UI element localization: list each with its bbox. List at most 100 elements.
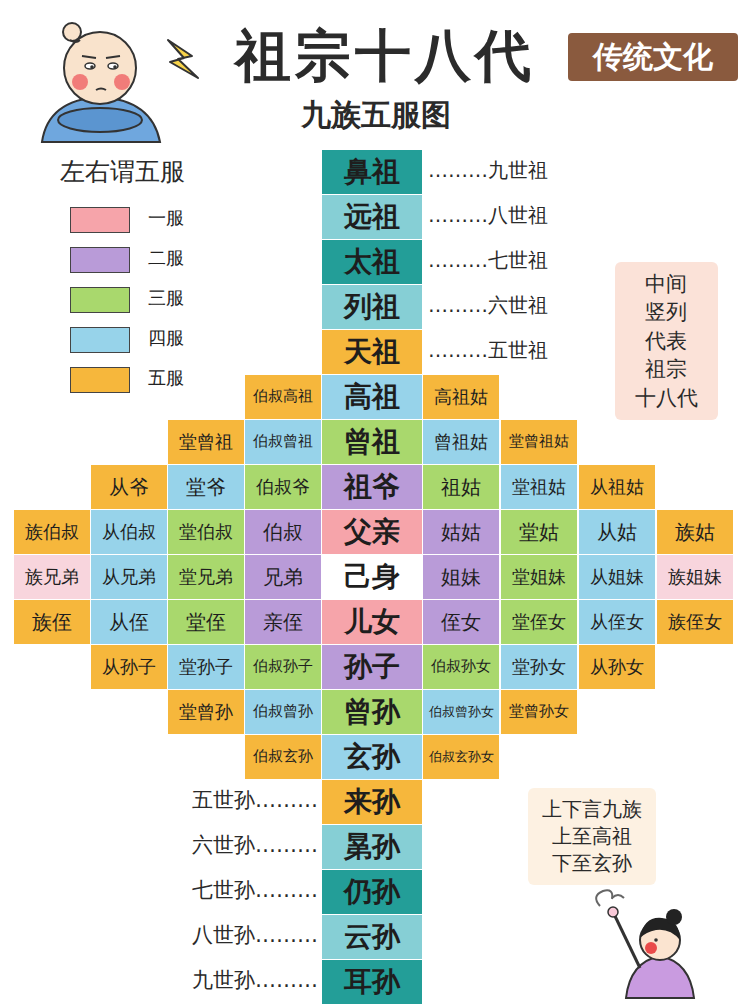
- cell-text: 堂姑: [519, 521, 559, 544]
- kin-cell: 伯叔: [245, 510, 321, 554]
- cell-text: 族伯叔: [25, 522, 79, 543]
- legend-holder: 五服: [148, 368, 184, 389]
- cell-text: 侄女: [441, 611, 481, 634]
- kin-cell: 从姐妹: [579, 555, 655, 599]
- kin-cell: 族兄弟: [14, 555, 90, 599]
- legend-holder: 一服: [148, 208, 184, 229]
- heading-label: 左右谓五服: [60, 158, 185, 187]
- legend-text: 二服: [148, 248, 184, 269]
- kin-cell: 高祖姑: [423, 375, 499, 419]
- lineage-cell: 父亲: [322, 510, 422, 554]
- cell-text: 云孙: [344, 921, 400, 953]
- generation-label: 八世孙………: [192, 923, 318, 947]
- cell-text: 堂兄弟: [179, 567, 233, 588]
- kin-cell: 伯叔玄孙: [245, 735, 321, 779]
- kin-cell: 族姐妹: [657, 555, 733, 599]
- swirl: [612, 895, 624, 898]
- cell-text: 传统文化: [593, 40, 713, 75]
- cell-text: 堂爷: [186, 476, 226, 499]
- label-holder: ………五世祖: [428, 339, 548, 362]
- mouth: [96, 89, 106, 91]
- cell-text: 从姐妹: [590, 567, 644, 588]
- cell-text: 曾祖姑: [434, 432, 488, 453]
- cell-text: 祖姑: [441, 476, 481, 499]
- cell-text: 玄孙: [344, 741, 400, 773]
- kin-cell: 姐妹: [423, 555, 499, 599]
- cell-text: 祖爷: [344, 471, 400, 503]
- kin-cell: 堂曾孙: [168, 690, 244, 734]
- girl-arm: [614, 914, 640, 968]
- legend-text: 四服: [148, 328, 184, 349]
- lineage-cell: 鼻祖: [322, 150, 422, 194]
- cell-text: 鼻祖: [344, 156, 400, 188]
- lineage-cell: 云孙: [322, 915, 422, 959]
- kin-cell: 亲侄: [245, 600, 321, 644]
- kin-cell: 堂兄弟: [168, 555, 244, 599]
- label-holder: 七世孙………: [192, 878, 318, 902]
- kin-cell: 堂姐妹: [501, 555, 577, 599]
- generation-label: ………九世祖: [428, 159, 548, 182]
- cell-text: 兄弟: [263, 566, 303, 589]
- cell-text: 从侄: [109, 611, 149, 634]
- lineage-cell: 仍孙: [322, 870, 422, 914]
- cell-text: 从伯叔: [102, 522, 156, 543]
- label-holder: 左右谓五服: [60, 158, 185, 187]
- label-holder: 八世孙………: [192, 923, 318, 947]
- kin-cell: 伯叔爷: [245, 465, 321, 509]
- cell-text: 族姑: [675, 521, 715, 544]
- cell-text: 从侄女: [590, 612, 644, 633]
- legend-text: 三服: [148, 288, 184, 309]
- kin-cell: 从爷: [91, 465, 167, 509]
- label-holder: 五世孙………: [192, 788, 318, 812]
- cell-text: 堂姐妹: [512, 567, 566, 588]
- kin-cell: 从侄: [91, 600, 167, 644]
- label-holder: 九世孙………: [192, 968, 318, 992]
- legend-swatch: [70, 207, 130, 233]
- kin-cell: 堂曾祖: [168, 420, 244, 464]
- cell-text: 耳孙: [344, 966, 400, 998]
- kin-cell: 族侄女: [657, 600, 733, 644]
- lineage-cell: 高祖: [322, 375, 422, 419]
- lineage-cell: 来孙: [322, 780, 422, 824]
- legend-text: 五服: [148, 368, 184, 389]
- kin-cell: 从祖姑: [579, 465, 655, 509]
- kin-cell: 堂祖姑: [501, 465, 577, 509]
- generation-label: 九世孙………: [192, 968, 318, 992]
- cell-text: 天祖: [344, 336, 400, 368]
- kin-cell: 从兄弟: [91, 555, 167, 599]
- lineage-cell: 曾祖: [322, 420, 422, 464]
- kin-cell: 从姑: [579, 510, 655, 554]
- legend-holder: 四服: [148, 328, 184, 349]
- lineage-cell: 祖爷: [322, 465, 422, 509]
- kin-cell: 伯叔玄孙女: [423, 735, 499, 779]
- cell-text: 来孙: [344, 786, 400, 818]
- cell-text: 伯叔玄孙女: [429, 750, 494, 765]
- cell-text: 己身: [344, 561, 400, 593]
- kin-cell: 兄弟: [245, 555, 321, 599]
- kin-cell: 堂侄: [168, 600, 244, 644]
- cell-text: 伯叔孙子: [253, 658, 313, 675]
- spark-shape: [168, 40, 198, 78]
- generation-label: 六世孙………: [192, 833, 318, 857]
- label-holder: ………七世祖: [428, 249, 548, 272]
- kin-cell: 祖姑: [423, 465, 499, 509]
- kin-cell: 堂曾孙女: [501, 690, 577, 734]
- cell-text: 伯叔曾祖: [253, 433, 313, 450]
- kin-cell: 堂孙子: [168, 645, 244, 689]
- cell-text: 堂曾孙: [179, 702, 233, 723]
- kin-cell: 伯叔曾孙女: [423, 690, 499, 734]
- cell-text: 堂曾祖姑: [509, 433, 569, 450]
- generation-label: 七世孙………: [192, 878, 318, 902]
- lineage-cell: 列祖: [322, 285, 422, 329]
- pupil: [113, 65, 117, 69]
- lineage-cell: 远祖: [322, 195, 422, 239]
- legend-holder: 三服: [148, 288, 184, 309]
- label-holder: ………九世祖: [428, 159, 548, 182]
- generation-label: ………六世祖: [428, 294, 548, 317]
- cell-text: 堂曾祖: [179, 432, 233, 453]
- kin-cell: 伯叔高祖: [245, 375, 321, 419]
- cell-text: 堂祖姑: [512, 477, 566, 498]
- lineage-cell: 玄孙: [322, 735, 422, 779]
- girl-figure: [596, 890, 694, 998]
- cell-text: 曾孙: [344, 696, 400, 728]
